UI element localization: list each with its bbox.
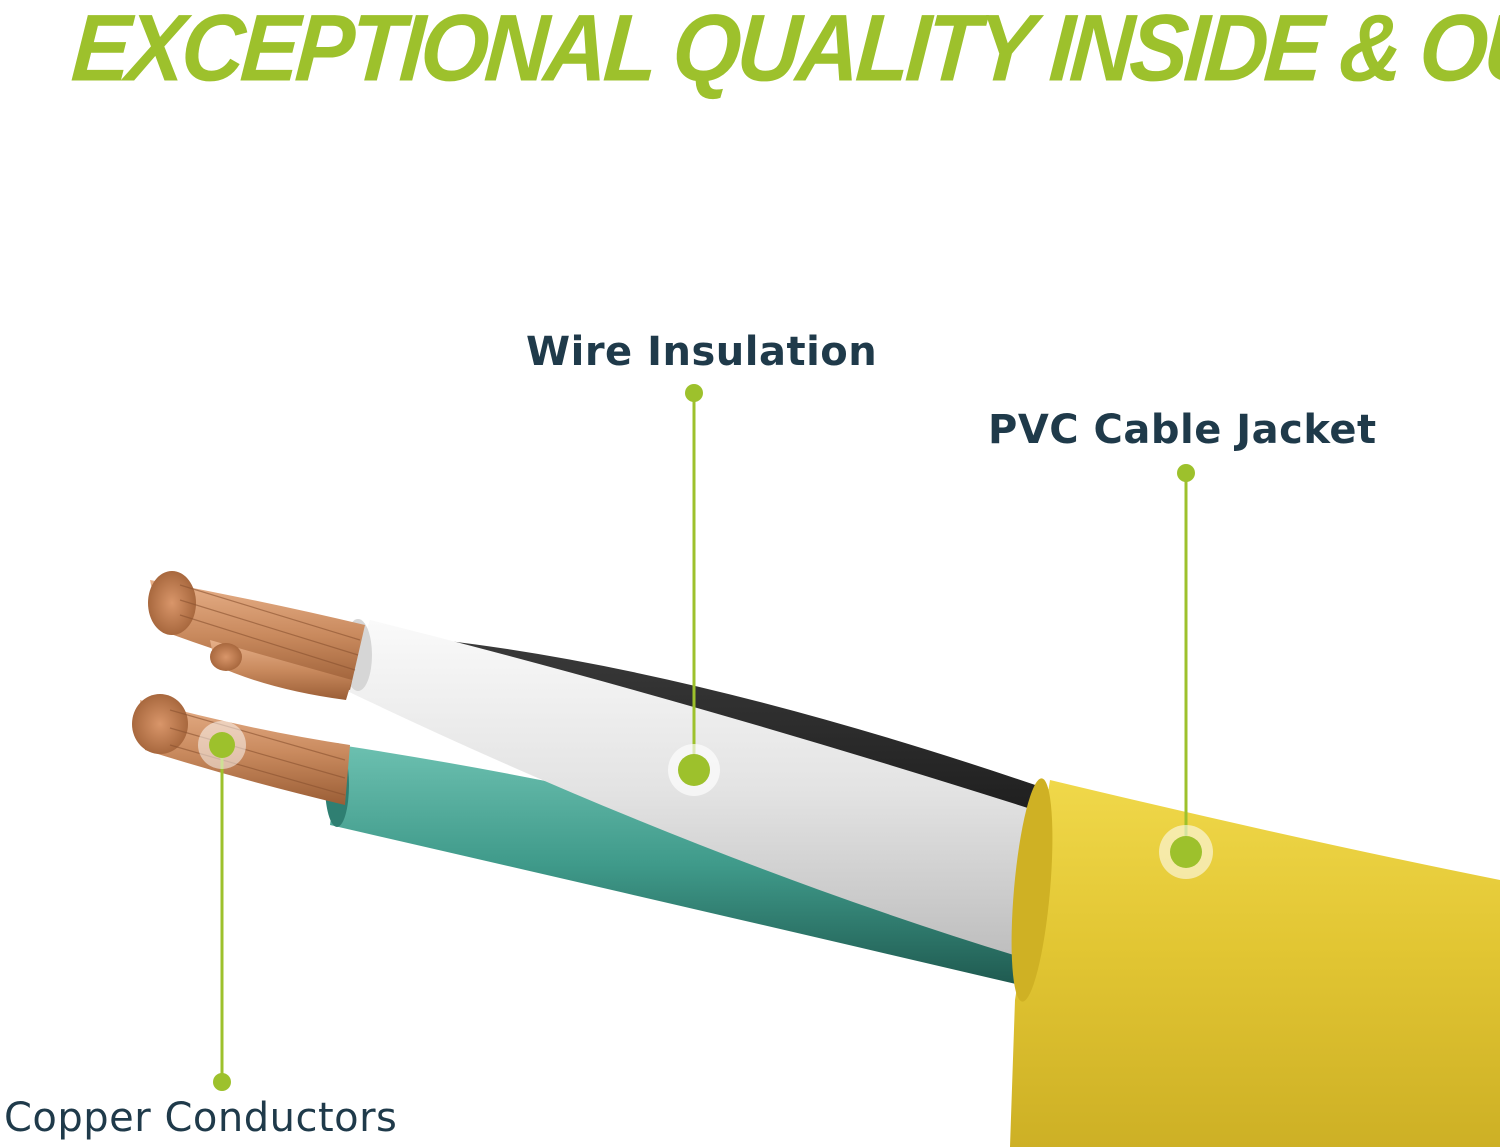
copper-conductor-lower <box>132 694 350 805</box>
copper-conductors-upper <box>148 571 365 700</box>
copper-conductors-label: Copper Conductors <box>4 1095 398 1141</box>
wire-insulation-top-dot <box>685 384 703 402</box>
pvc-jacket-top-dot <box>1177 464 1195 482</box>
wire-insulation-label: Wire Insulation <box>526 329 878 375</box>
copper-conductors-marker <box>209 732 235 758</box>
pvc-jacket-marker <box>1170 836 1202 868</box>
green-insulation <box>330 745 1030 985</box>
pvc-jacket-end <box>1011 778 1053 1002</box>
pvc-cable-jacket-label: PVC Cable Jacket <box>988 407 1377 453</box>
copper-conductors-bottom-dot <box>213 1073 231 1091</box>
wire-insulation-marker <box>678 754 710 786</box>
pvc-jacket <box>1010 780 1500 1147</box>
